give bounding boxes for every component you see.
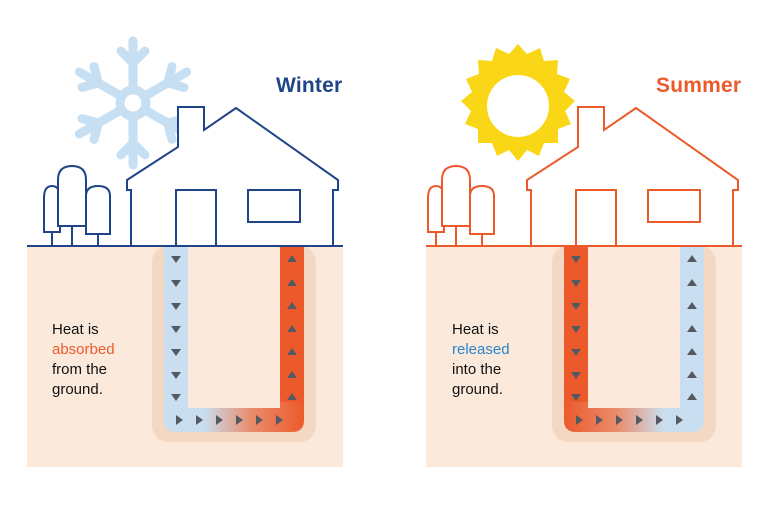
right-arrows <box>576 415 683 425</box>
caption-line: ground. <box>52 381 103 398</box>
right-arrows <box>176 415 283 425</box>
caption-line: ground. <box>452 381 503 398</box>
down-arrows <box>171 256 181 401</box>
trees <box>43 164 111 246</box>
season-title: Summer <box>656 74 742 97</box>
caption: Heat is released into the ground. <box>452 320 510 400</box>
house-window <box>247 189 301 223</box>
trees <box>427 164 495 246</box>
up-arrows <box>287 255 297 400</box>
summer-illustration <box>426 44 742 467</box>
caption: Heat is absorbed from the ground. <box>52 320 115 400</box>
winter-illustration <box>27 36 343 467</box>
house <box>526 106 739 247</box>
sun-icon <box>461 44 575 161</box>
caption-line: into the <box>452 361 502 378</box>
winter-panel: Winter Heat is absorbed from the ground. <box>27 36 343 467</box>
caption-highlight: absorbed <box>52 341 115 358</box>
season-title: Winter <box>276 74 343 97</box>
down-arrows <box>571 256 581 401</box>
house <box>126 106 339 247</box>
house-window <box>647 189 701 223</box>
caption-line: Heat is <box>52 321 99 338</box>
snowflake-icon <box>74 36 192 170</box>
summer-panel: Summer Heat is released into the ground. <box>384 0 768 512</box>
up-arrows <box>687 255 697 400</box>
caption-line: Heat is <box>452 321 499 338</box>
caption-highlight: released <box>452 341 510 358</box>
caption-line: from the <box>52 361 108 378</box>
